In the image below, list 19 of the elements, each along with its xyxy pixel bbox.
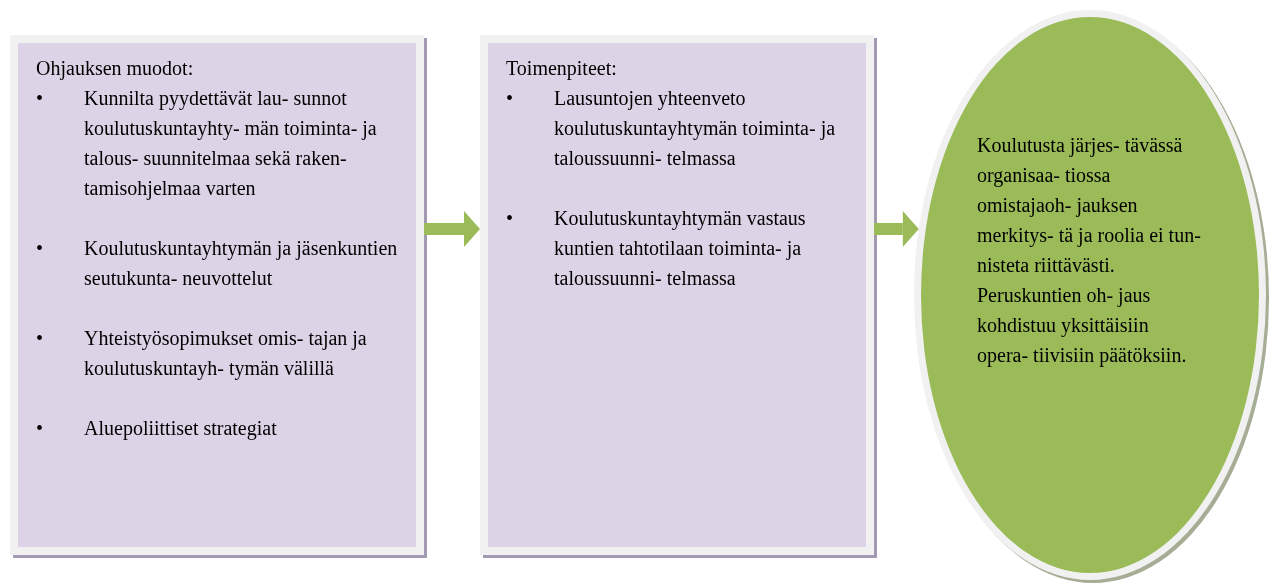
list-item: Kunnilta pyydettävät lau- sunnot koulutuskuntayhty- män toiminta- ja talous- suunnitelmaa sekä raken- tamisohjelmaa varten: [84, 86, 378, 202]
list-item: Yhteistyösopimukset omis- tajan ja koulutuskuntayh- tymän välillä: [84, 326, 368, 382]
bullet-marker: •: [506, 86, 514, 111]
block-arrow: [874, 211, 919, 247]
process-box: [480, 35, 874, 555]
bullet-marker: •: [36, 326, 44, 351]
box-heading: Ohjauksen muodot:: [36, 56, 195, 82]
ellipse-text: Koulutusta järjes- tävässä organisaa- tiossa omistajaoh- jauksen merkitys- tä ja roolia ei tun- nisteta riittävästi. Peruskuntien oh- jaus kohdistuu yksittäisiin opera- tiivisiin päätöksiin.: [977, 133, 1202, 369]
box-heading: Toimenpiteet:: [506, 56, 618, 82]
bullet-marker: •: [36, 86, 44, 111]
list-item: Aluepoliittiset strategiat: [84, 416, 277, 442]
list-item: Koulutuskuntayhtymän ja jäsenkuntien seutukunta- neuvottelut: [84, 236, 399, 291]
bullet-marker: •: [36, 236, 44, 261]
bullet-marker: •: [506, 206, 514, 231]
list-item: Lausuntojen yhteenveto koulutuskuntayhtymän toiminta- ja taloussuunni- telmassa: [554, 86, 837, 171]
bullet-marker: •: [36, 416, 44, 441]
list-item: Koulutuskuntayhtymän vastaus kuntien tahtotilaan toiminta- ja taloussuunni- telmassa: [554, 206, 807, 291]
process-box: [10, 35, 424, 555]
block-arrow: [424, 211, 480, 247]
